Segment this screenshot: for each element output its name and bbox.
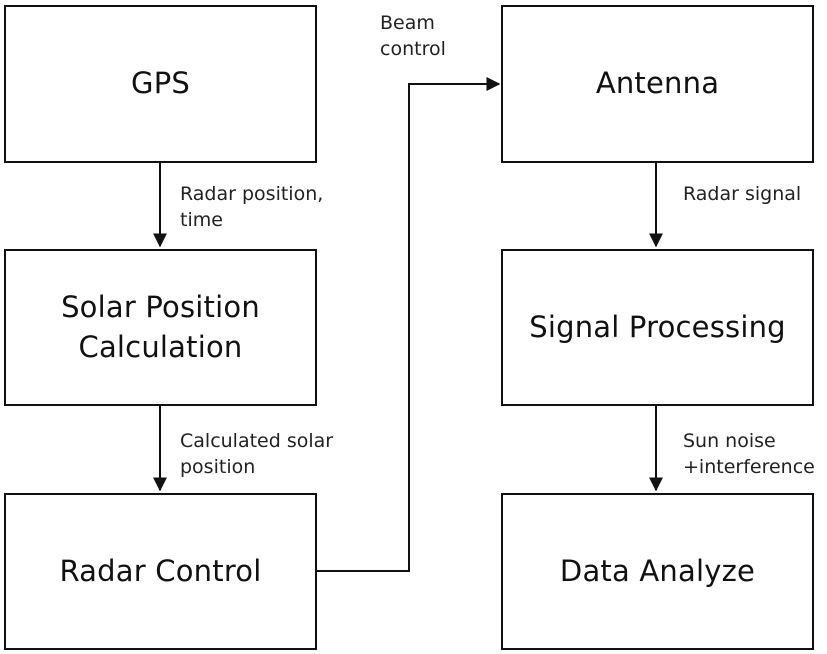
solar-position-box: Solar Position Calculation [4,249,317,406]
radar-control-label: Radar Control [59,553,262,588]
edge-label-beam-control: Beam control [380,12,446,60]
signal-processing-label: Signal Processing [529,309,786,344]
antenna-box: Antenna [501,5,814,163]
data-analyze-label: Data Analyze [559,553,756,588]
data-analyze-box: Data Analyze [501,493,814,650]
signal-processing-box: Signal Processing [501,249,814,406]
antenna-label: Antenna [595,66,720,101]
edge-label-radar-position: Radar position, time [180,183,324,231]
radar-control-box: Radar Control [4,493,317,650]
edge-label-calculated-solar-position: Calculated solar position [180,430,334,478]
edge-label-radar-signal: Radar signal [683,183,802,205]
gps-label: GPS [131,66,190,101]
gps-box: GPS [4,5,317,163]
arrow-control-to-antenna [316,77,501,572]
solar-position-label: Solar Position Calculation [61,290,260,364]
edge-label-sun-noise: Sun noise +interference [683,430,815,478]
